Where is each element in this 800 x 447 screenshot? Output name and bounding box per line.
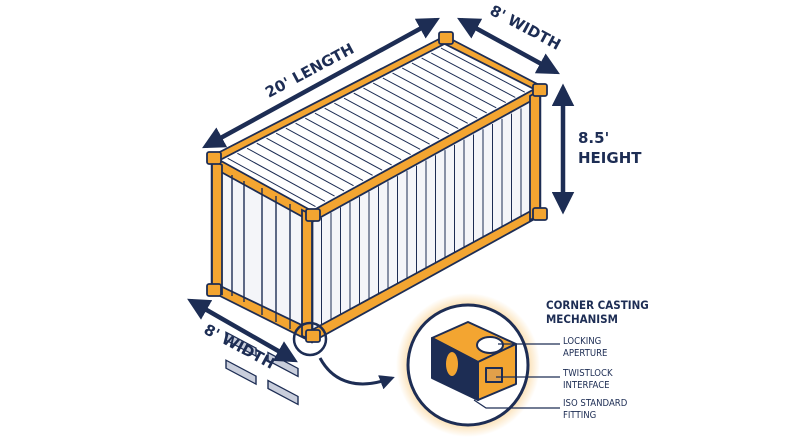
label-iso-line2: FITTING bbox=[563, 410, 596, 421]
roof-rib bbox=[431, 52, 516, 98]
width-top-label: 8' WIDTH bbox=[487, 1, 564, 53]
length-arrow bbox=[202, 17, 440, 149]
corner-highlight-circle bbox=[292, 321, 328, 357]
width-top-arrow bbox=[457, 17, 560, 75]
roof-rib bbox=[246, 147, 335, 197]
label-locking-line1: LOCKING bbox=[563, 336, 601, 347]
label-iso-line1: ISO STANDARD bbox=[563, 398, 628, 409]
side-corrugations bbox=[321, 103, 531, 328]
callout-title-line2: MECHANISM bbox=[546, 312, 618, 326]
width-bottom-arrow bbox=[187, 298, 298, 363]
height-word-label: HEIGHT bbox=[578, 149, 642, 167]
dimension-arrows bbox=[187, 17, 575, 363]
callout-title-line1: CORNER CASTING bbox=[546, 298, 649, 312]
roof-rib bbox=[256, 142, 345, 192]
label-locking-line2: APERTURE bbox=[563, 348, 607, 359]
roof-rib bbox=[237, 152, 326, 202]
roof-rib bbox=[227, 157, 316, 207]
callout-arrow bbox=[318, 357, 395, 390]
corner-casting-detail bbox=[431, 321, 517, 401]
label-twistlock-line2: INTERFACE bbox=[563, 380, 610, 391]
label-twistlock-line1: TWISTLOCK bbox=[562, 368, 613, 379]
callout-leaders bbox=[473, 343, 560, 409]
height-value-label: 8.5' bbox=[578, 129, 609, 147]
